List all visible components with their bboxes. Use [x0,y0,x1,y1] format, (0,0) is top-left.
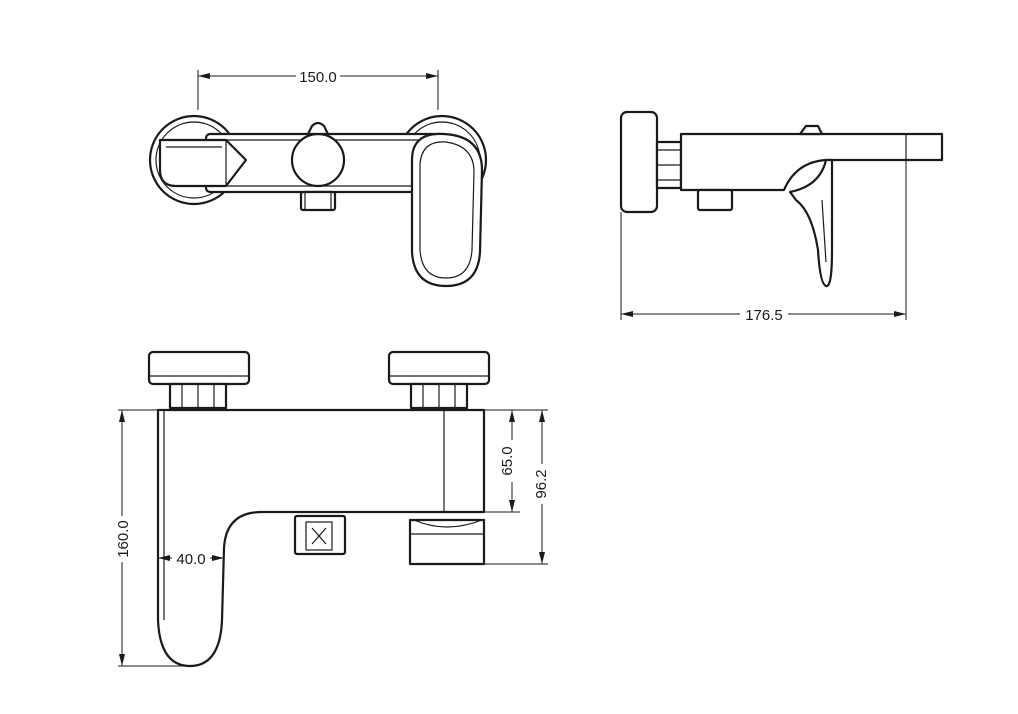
dimension-label-outlet-height: 65.0 [499,446,516,475]
dimension-label-body-height: 96.2 [533,469,550,498]
diverter-front [293,514,347,556]
top-view: 150.0 [148,66,488,288]
front-view: 160.0 40.0 65.0 96.2 [113,350,550,668]
dimension-spout-offset: 40.0 [158,549,224,568]
mixer-body-side [679,124,944,192]
lever-handle-side [788,158,834,288]
side-wall-flange [619,110,659,214]
dimension-label-side-depth: 176.5 [745,307,783,324]
dimension-label-top-width: 150.0 [299,69,337,86]
side-outlet [696,188,734,212]
side-view: 176.5 [619,110,944,324]
side-hex-nut [655,140,683,190]
right-connector [387,350,491,410]
dimension-label-front-height: 160.0 [115,520,132,558]
dimension-body-height: 96.2 [484,409,550,565]
dimension-side-depth: 176.5 [620,160,907,324]
diverter-knob-top [290,121,346,212]
left-connector [147,350,251,410]
dimension-outlet-height: 65.0 [484,409,520,513]
lever-handle-front [408,518,486,566]
mixer-body-front [156,408,486,668]
dimension-top-width: 150.0 [197,66,439,110]
dimension-label-spout-offset: 40.0 [176,551,205,568]
dimension-front-height: 160.0 [113,409,190,667]
lever-handle-top [410,132,484,288]
